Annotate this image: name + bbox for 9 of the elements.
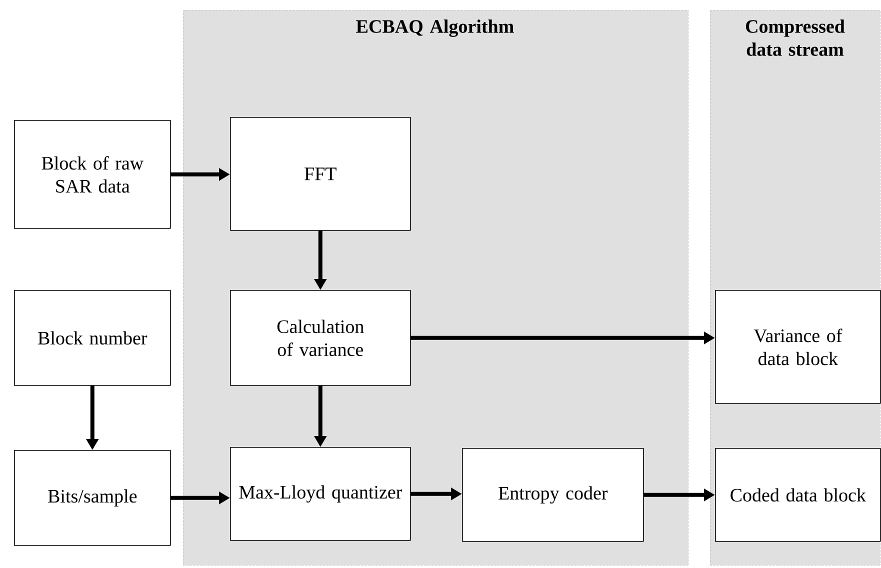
process-box: Coded data block bbox=[715, 448, 881, 542]
process-box: Max-Lloyd quantizer bbox=[230, 447, 411, 541]
process-box: Bits/sample bbox=[14, 450, 171, 546]
process-box: Variance of data block bbox=[715, 290, 881, 404]
process-box: FFT bbox=[230, 117, 411, 231]
process-box: Calculation of variance bbox=[230, 290, 411, 386]
process-box: Entropy coder bbox=[462, 448, 644, 542]
process-box: Block number bbox=[14, 290, 171, 386]
process-box: Block of raw SAR data bbox=[14, 120, 171, 229]
